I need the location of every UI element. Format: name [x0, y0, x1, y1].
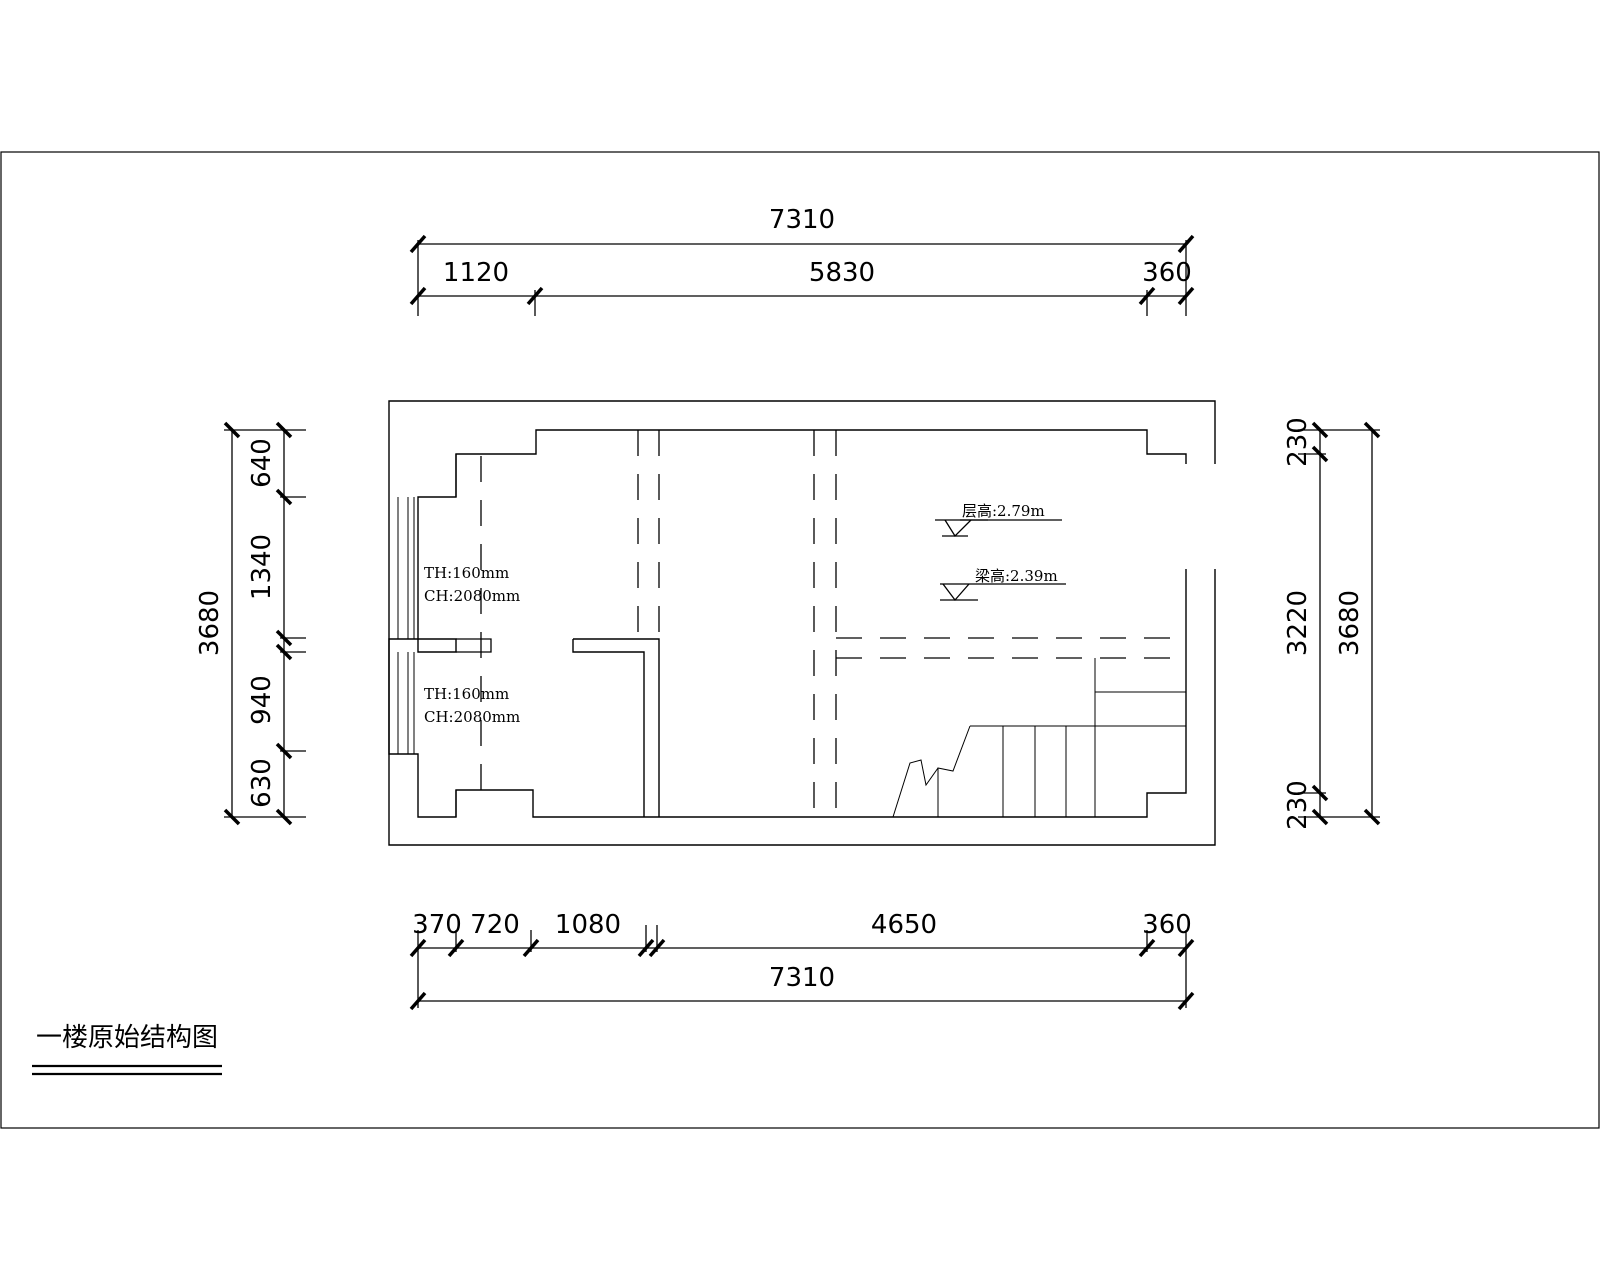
dim-top-seg1: 1120	[443, 258, 509, 288]
title-underline	[32, 1064, 222, 1076]
dim-left-seg4: 630	[247, 758, 277, 808]
dim-bottom-seg2: 720	[470, 910, 520, 940]
window2-th-label: TH:160mm	[424, 685, 509, 703]
dim-bottom-seg4: 4650	[871, 910, 937, 940]
window1-ch-label: CH:2080mm	[424, 587, 520, 605]
bottom-dimension-chain	[409, 925, 1195, 1011]
top-dimension-chain	[409, 234, 1195, 316]
dim-left-seg1: 640	[247, 438, 277, 488]
floor-height-marker	[935, 519, 1062, 538]
dim-left-seg3: 940	[247, 675, 277, 725]
dim-right-seg1: 230	[1283, 417, 1313, 467]
drawing-title: 一楼原始结构图	[36, 1023, 218, 1053]
dim-bottom-seg3: 1080	[555, 910, 621, 940]
window1-th-label: TH:160mm	[424, 564, 509, 582]
right-dimension-chain	[1298, 421, 1381, 826]
dim-right-total: 3680	[1335, 590, 1365, 656]
outer-wall	[388, 400, 1216, 846]
partition-wall	[573, 638, 660, 817]
dim-top-seg2: 5830	[809, 258, 875, 288]
dim-right-seg2: 3220	[1283, 590, 1313, 656]
window2-ch-label: CH:2080mm	[424, 708, 520, 726]
beam-height-label: 梁高:2.39m	[975, 567, 1058, 585]
window-upper	[397, 497, 415, 639]
beam-height-marker	[940, 583, 1066, 602]
dim-left-total: 3680	[195, 590, 225, 656]
dim-bottom-seg1: 370	[412, 910, 462, 940]
dim-bottom-total: 7310	[769, 963, 835, 993]
staircase	[892, 658, 1186, 818]
left-dimension-chain	[223, 421, 306, 826]
dim-top-seg3: 360	[1142, 258, 1192, 288]
wall-stub	[456, 638, 492, 653]
beam-lines	[480, 430, 1186, 817]
window-lower	[397, 652, 415, 754]
dim-right-seg3: 230	[1283, 780, 1313, 830]
dim-top-total: 7310	[769, 205, 835, 235]
dim-bottom-seg5: 360	[1142, 910, 1192, 940]
floor-plan	[388, 400, 1216, 846]
floor-height-label: 层高:2.79m	[962, 502, 1045, 520]
dim-left-seg2: 1340	[247, 534, 277, 600]
sheet-frame	[0, 151, 1600, 1129]
